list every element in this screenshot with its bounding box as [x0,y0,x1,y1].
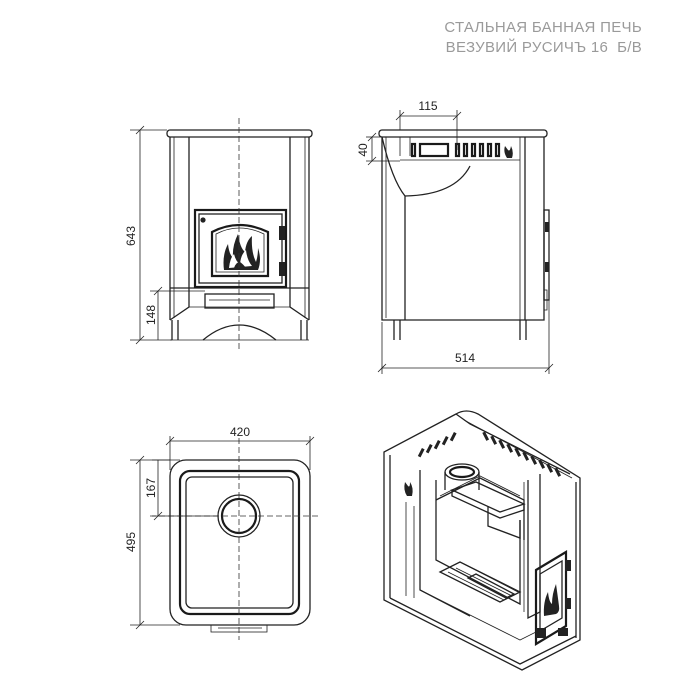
side-view: 115 40 514 [356,99,554,374]
top-view: 420 495 167 [124,425,320,640]
iso-vent-slots [417,431,562,477]
dim-front-height: 643 [124,226,138,246]
dim-front-base: 148 [144,305,158,325]
dim-side-top-height: 40 [356,143,370,157]
dim-top-width: 420 [230,425,250,439]
flame-icon [223,234,260,270]
dim-side-top-width: 115 [418,99,437,113]
dim-top-chimney-offset: 167 [144,478,158,498]
product-title: СТАЛЬНАЯ БАННАЯ ПЕЧЬ ВЕЗУВИЙ РУСИЧЪ 16 Б… [444,18,642,58]
iso-door [534,550,571,646]
dim-top-depth: 495 [124,532,138,552]
front-view: 643 148 [124,118,313,350]
title-line-1: СТАЛЬНАЯ БАННАЯ ПЕЧЬ [444,19,642,36]
isometric-cutaway-view [383,410,581,671]
title-line-2: ВЕЗУВИЙ РУСИЧЪ 16 Б/В [445,39,642,56]
dim-side-depth: 514 [455,351,475,365]
side-vent-slots [410,142,501,158]
